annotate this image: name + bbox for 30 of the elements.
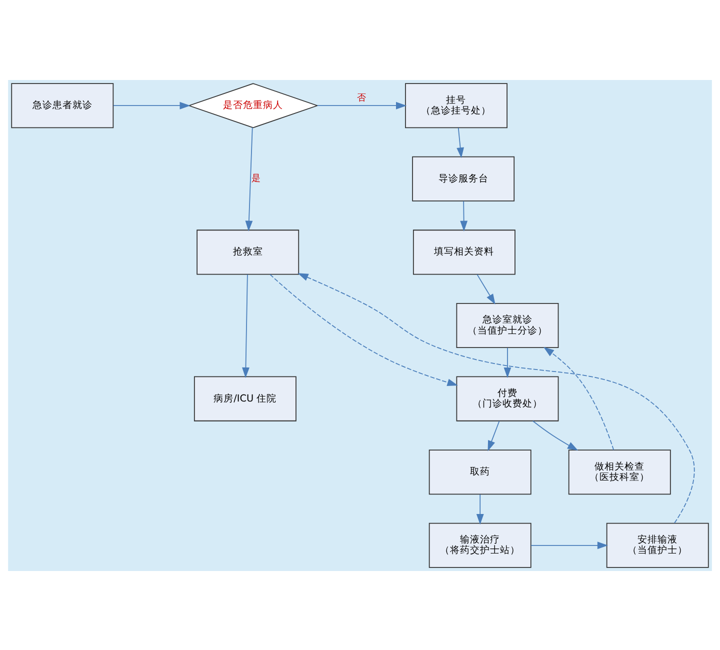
node-box: 输液治疗 （将药交护士站） [428,522,532,568]
node-box: 取药 [428,449,532,494]
node-box: 挂号 （急诊挂号处） [405,82,508,128]
node-box: 急诊患者就诊 [11,82,114,128]
arrow [456,127,464,158]
arrow [488,420,500,451]
edge-label: 否 [356,92,366,103]
arrow [242,274,250,378]
node-box: 病房/ICU 住院 [194,376,296,421]
node-box: 安排输液 （当值护士） [606,522,709,568]
arrow [476,494,484,524]
arrow [504,346,512,378]
node-box: 填写相关资料 [412,229,516,274]
arrow [530,541,608,549]
arrow [460,200,468,231]
arrow [245,126,253,231]
node-box: 付费 （门诊收费处） [456,376,559,421]
arrow [476,274,496,304]
arrow [113,101,190,109]
edge-label: 是 [251,174,260,184]
arrow [316,101,407,109]
arrow [543,346,614,450]
node-box: 急诊室就诊 （当值护士分诊） [456,302,559,348]
node-box: 导诊服务台 [412,156,515,201]
arrow [270,273,458,386]
arrow [298,272,695,523]
node-box: 做相关检查 （医技科室） [568,449,671,494]
arrow [532,420,578,450]
node-diamond: 是否危重病人 [188,82,319,128]
node-box: 抢救室 [196,229,300,274]
